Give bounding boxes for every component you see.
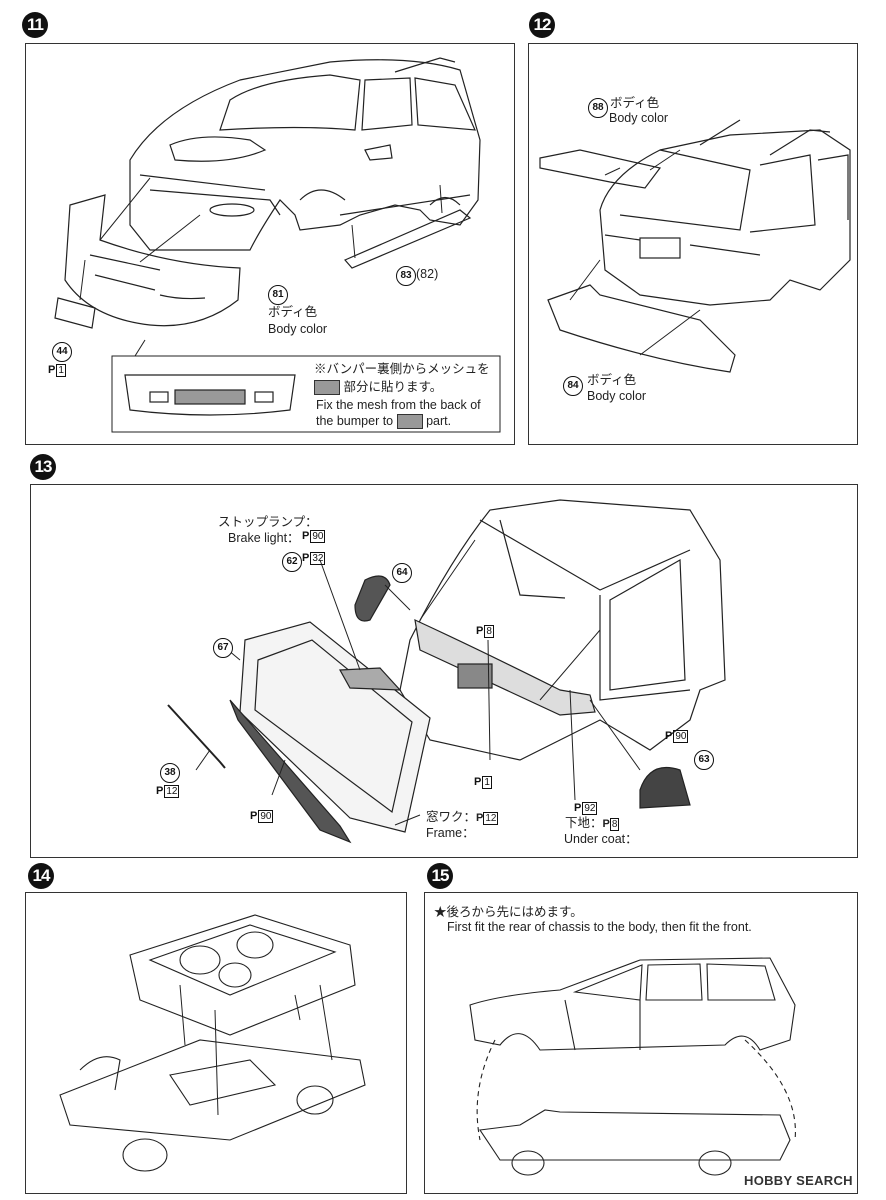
step-12-badge: 12 bbox=[529, 12, 555, 38]
part-64-marker: 64 bbox=[392, 563, 412, 583]
part-44-marker: 44 bbox=[52, 342, 72, 362]
part-81-marker: 81 bbox=[268, 285, 288, 305]
brake-light-label-en: Brake light： bbox=[228, 531, 300, 545]
step-13-badge: 13 bbox=[30, 454, 56, 480]
step-15-panel bbox=[424, 892, 858, 1194]
part-63-marker: 63 bbox=[694, 750, 714, 770]
mesh-note-jp-2: 部分に貼ります。 bbox=[314, 380, 442, 396]
step-14-badge: 14 bbox=[28, 863, 54, 889]
stop-lamp-label-jp: ストップランプ： bbox=[218, 515, 318, 529]
mesh-note-en-1: Fix the mesh from the back of bbox=[316, 398, 481, 412]
step-11-panel bbox=[25, 43, 515, 445]
part-67-marker: 67 bbox=[213, 638, 233, 658]
part-83-marker: 83 bbox=[396, 266, 416, 286]
part-81-label-jp: ボディ色 bbox=[268, 305, 318, 319]
part-62-marker: 62 bbox=[282, 552, 302, 572]
undercoat-label-en: Under coat： bbox=[564, 832, 638, 846]
part-88-marker: 88 bbox=[588, 98, 608, 118]
mesh-swatch bbox=[314, 380, 340, 396]
part-88-label-jp: ボディ色 bbox=[610, 96, 660, 110]
step-15-badge: 15 bbox=[427, 863, 453, 889]
step-12-panel bbox=[528, 43, 858, 445]
frame-label-en: Frame： bbox=[426, 826, 475, 840]
step-15-note-en: First fit the rear of chassis to the bod… bbox=[447, 920, 752, 934]
step-15-note-jp: ★後ろから先にはめます。 bbox=[434, 905, 583, 919]
step-11-badge: 11 bbox=[22, 12, 48, 38]
part-81-label-en: Body color bbox=[268, 322, 328, 336]
hobby-search-watermark: HOBBY SEARCH bbox=[744, 1173, 853, 1188]
mesh-note-en-2: the bumper to part. bbox=[316, 414, 452, 430]
part-38-marker: 38 bbox=[160, 763, 180, 783]
part-88-label-en: Body color bbox=[609, 111, 669, 125]
part-84-marker: 84 bbox=[563, 376, 583, 396]
part-84-label-jp: ボディ色 bbox=[587, 373, 637, 387]
mesh-note-jp-1: ※バンパー裏側からメッシュを bbox=[314, 362, 490, 376]
part-84-label-en: Body color bbox=[587, 389, 647, 403]
mesh-swatch-2 bbox=[396, 414, 423, 430]
step-13-panel bbox=[30, 484, 858, 858]
part-82-label: (82) bbox=[416, 267, 439, 281]
